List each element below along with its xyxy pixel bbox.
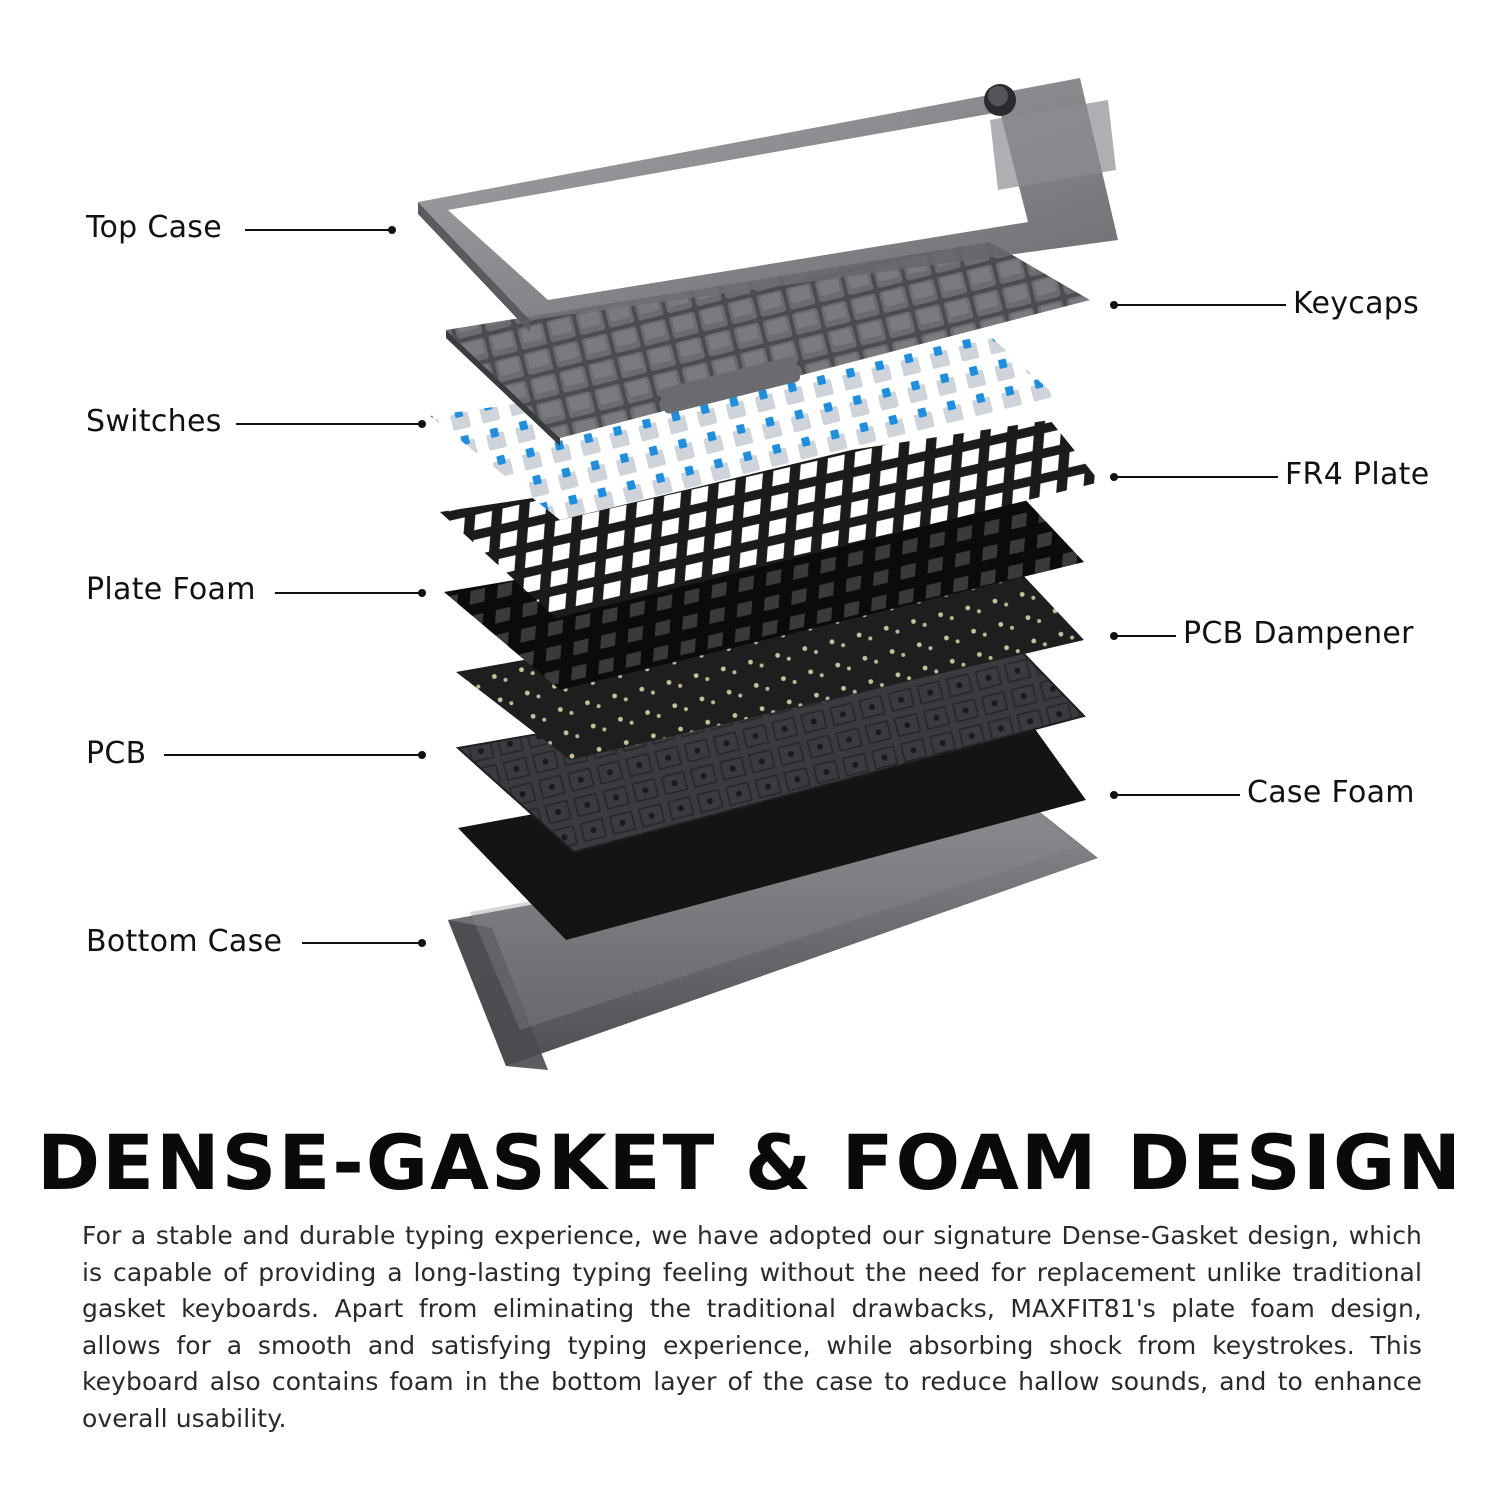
label-keycaps: Keycaps — [1293, 286, 1420, 321]
leader-dot-plate-foam — [418, 589, 426, 597]
label-fr4-plate: FR4 Plate — [1285, 457, 1430, 492]
switches — [430, 336, 1060, 520]
label-switches: Switches — [86, 404, 222, 439]
label-bottom-case: Bottom Case — [86, 924, 283, 959]
leader-top-case — [245, 229, 391, 231]
keyboard-layers-svg — [418, 78, 1118, 1070]
leader-bottom-case — [302, 942, 422, 944]
fr4-plate — [440, 420, 1100, 618]
headline: DENSE-GASKET & FOAM DESIGN — [37, 1118, 1463, 1207]
top-case — [418, 78, 1118, 332]
label-plate-foam: Plate Foam — [86, 572, 256, 607]
plate-foam — [444, 494, 1084, 690]
leader-switches — [236, 423, 422, 425]
leader-fr4-plate — [1114, 476, 1278, 478]
bottom-case — [448, 812, 1098, 1070]
keycaps — [446, 242, 1090, 446]
leader-dot-pcb — [418, 751, 426, 759]
label-case-foam: Case Foam — [1247, 775, 1415, 810]
leader-dot-top-case — [388, 226, 396, 234]
leader-keycaps — [1114, 304, 1286, 306]
leader-case-foam — [1114, 794, 1240, 796]
exploded-keyboard-illustration: Top Case Switches Plate Foam PCB Bottom … — [86, 78, 1430, 1070]
leader-pcb — [164, 754, 422, 756]
leader-pcb-dampener — [1114, 635, 1176, 637]
pcb-dampener — [456, 572, 1084, 760]
label-pcb: PCB — [86, 736, 147, 771]
case-foam — [458, 722, 1086, 940]
leader-plate-foam — [275, 592, 422, 594]
leader-dot-switches — [418, 420, 426, 428]
label-pcb-dampener: PCB Dampener — [1183, 616, 1414, 651]
label-top-case: Top Case — [86, 210, 222, 245]
description-paragraph: For a stable and durable typing experien… — [82, 1221, 1422, 1433]
leader-dot-bottom-case — [418, 939, 426, 947]
